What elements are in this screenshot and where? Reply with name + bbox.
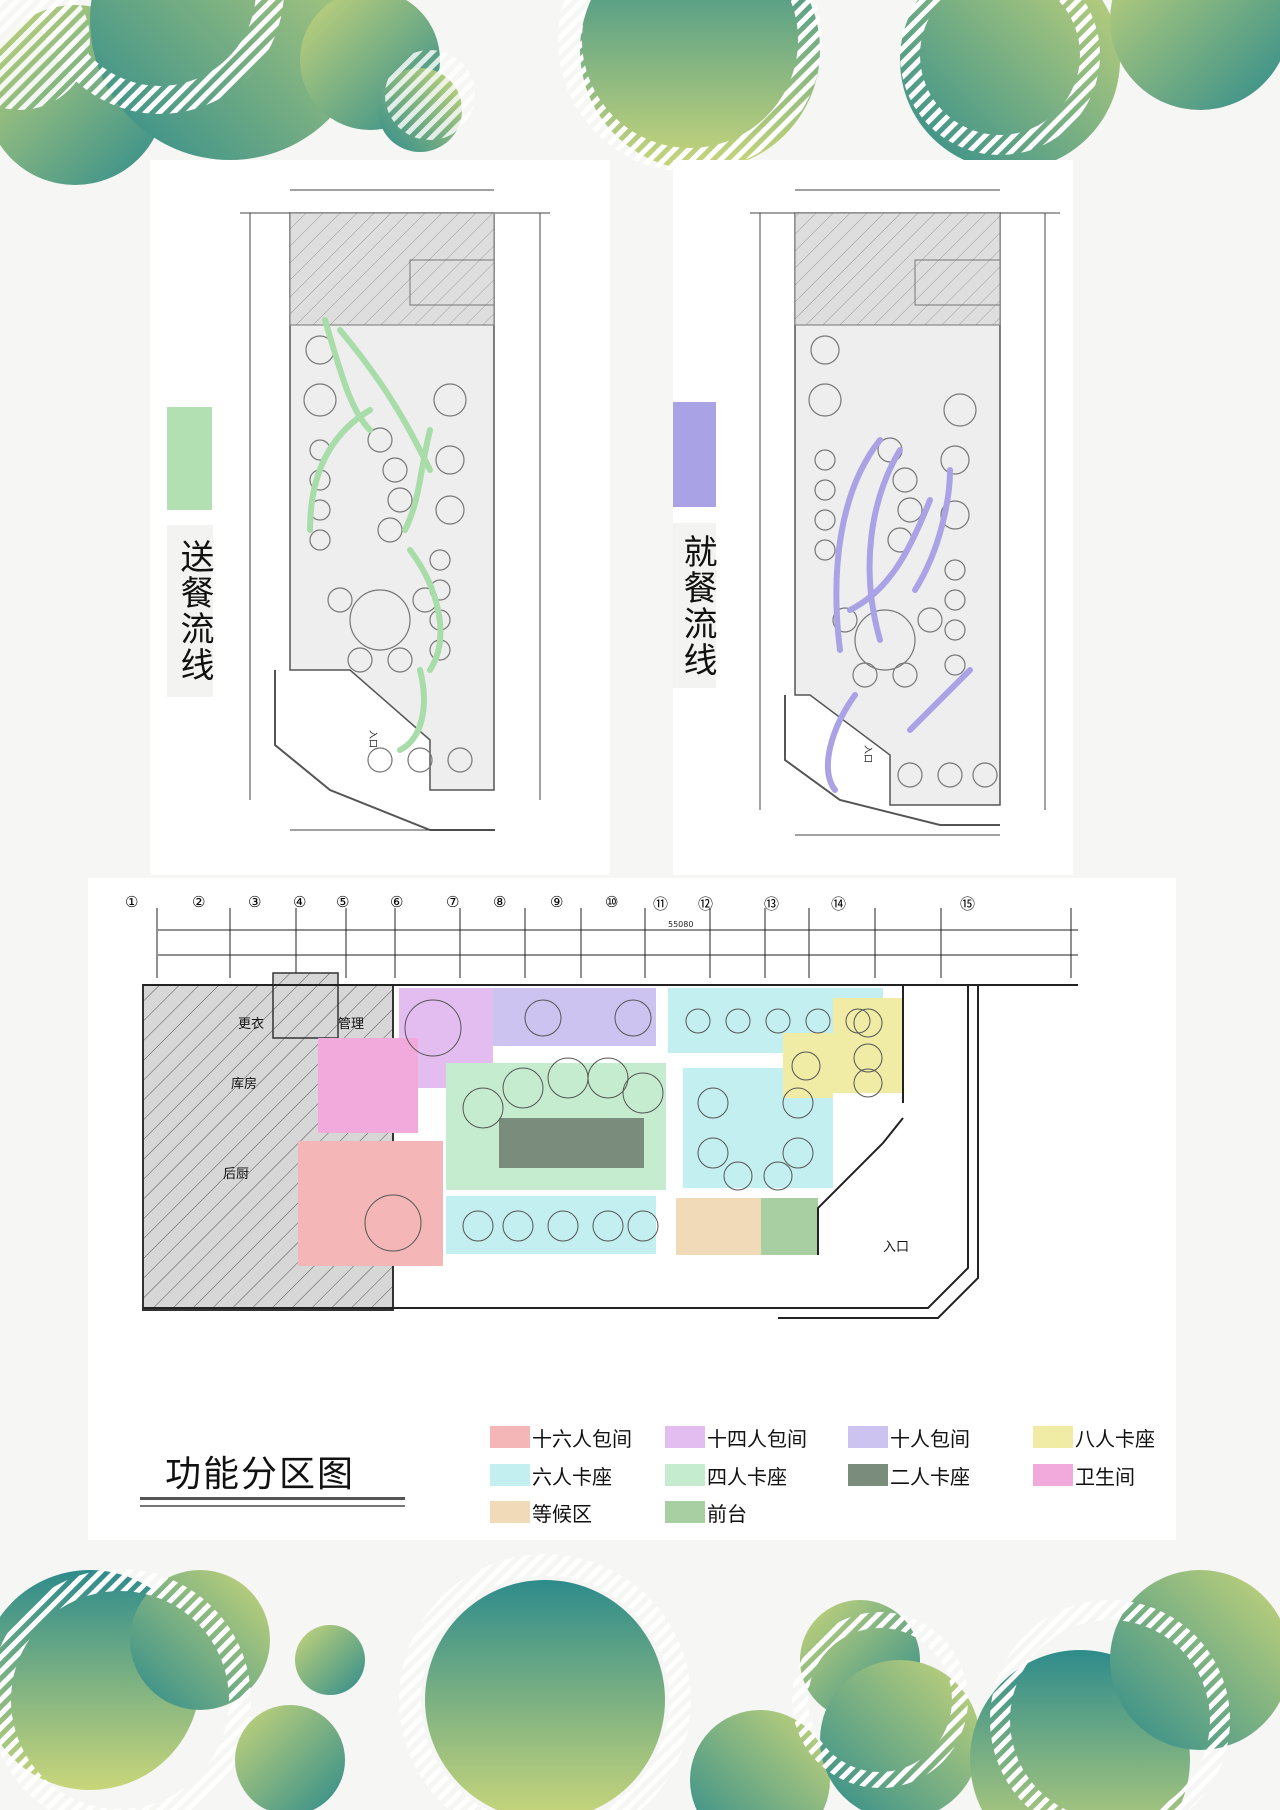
functional-zoning-floor-plan: 55080 55080: [142, 908, 1078, 1319]
legend-item: 六人卡座: [490, 1463, 612, 1489]
legend-swatch: [665, 1501, 705, 1523]
entrance-label: 入口: [862, 745, 873, 763]
room-label-changing: 更衣: [238, 1016, 264, 1032]
svg-text:55080: 55080: [668, 920, 693, 929]
dining-flow-label: 就餐流线: [673, 523, 717, 688]
zoning-legend: 十六人包间 十四人包间 十人包间 八人卡座 六人卡座 四人卡座 二人卡座 卫生间…: [490, 1425, 1180, 1535]
legend-swatch: [490, 1464, 530, 1486]
room-label-storage: 库房: [231, 1076, 257, 1092]
room-label-entrance: 入口: [883, 1240, 909, 1255]
entrance-label: 入口: [367, 730, 378, 748]
legend-swatch: [490, 1501, 530, 1523]
legend-item: 八人卡座: [1033, 1425, 1155, 1451]
delivery-flow-floor-plan: 入口: [240, 189, 550, 831]
delivery-flow-label: 送餐流线: [167, 525, 214, 697]
zoning-plan-axes: ① ② ③ ④ ⑤ ⑥ ⑦ ⑧ ⑨ ⑩ ⑪ ⑫ ⑬ ⑭ ⑮: [125, 893, 976, 913]
legend-swatch: [1033, 1464, 1073, 1486]
legend-swatch: [848, 1426, 888, 1448]
legend-swatch: [848, 1464, 888, 1486]
dining-flow-swatch: [673, 402, 716, 507]
legend-item: 十人包间: [848, 1425, 970, 1451]
legend-item: 十六人包间: [490, 1425, 632, 1451]
legend-swatch: [1033, 1426, 1073, 1448]
room-label-management: 管理: [338, 1017, 364, 1032]
title-underline: [140, 1497, 405, 1500]
legend-swatch: [665, 1464, 705, 1486]
legend-swatch: [665, 1426, 705, 1448]
legend-item: 四人卡座: [665, 1463, 787, 1489]
room-label-kitchen: 后厨: [223, 1167, 249, 1182]
legend-item: 等候区: [490, 1500, 592, 1526]
legend-item: 前台: [665, 1500, 747, 1526]
legend-item: 卫生间: [1033, 1463, 1135, 1489]
dining-flow-floor-plan: 入口: [750, 189, 1060, 836]
legend-item: 二人卡座: [848, 1463, 970, 1489]
page-title: 功能分区图: [165, 1454, 356, 1495]
title-underline: [140, 1505, 405, 1507]
delivery-flow-swatch: [167, 407, 212, 510]
legend-swatch: [490, 1426, 530, 1448]
legend-item: 十四人包间: [665, 1425, 807, 1451]
